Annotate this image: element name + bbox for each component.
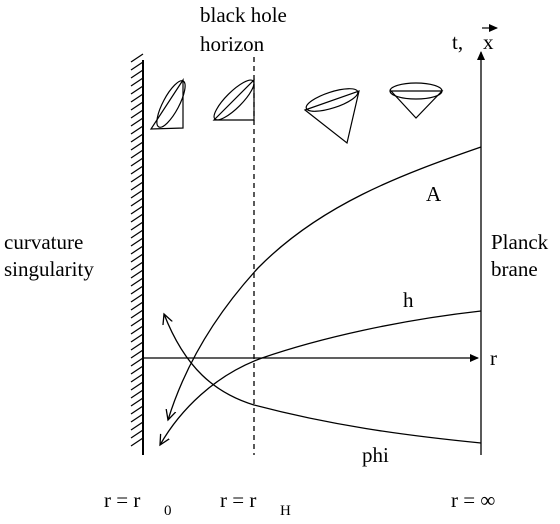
rH-label: r = r H [220,488,291,519]
hatch-mark [130,301,144,311]
curve-phi [164,314,482,444]
rinf-label: r = ∞ [451,488,495,512]
hatch-mark [130,413,144,423]
curve-h-label: h [403,288,414,312]
rH-label-main: r = r [220,488,256,512]
horizon-label-line2: horizon [200,32,265,56]
hatch-mark [130,397,144,407]
hatch-mark [130,165,144,175]
hatch-mark [130,261,144,271]
light-cone-at-horizon [212,78,255,121]
hatch-mark [130,213,144,223]
curvature-label-line1: curvature [4,230,83,254]
curve-A-label: A [426,182,442,206]
rH-label-sub: H [280,503,291,519]
hatch-mark [130,357,144,367]
r0-label-main: r = r [104,488,140,512]
hatch-mark [130,61,144,71]
hatch-mark [130,69,144,79]
light-cone-tilted-right [303,88,360,145]
hatch-mark [130,101,144,111]
hatch-mark [130,221,144,231]
planck-label-line2: brane [491,257,538,281]
hatch-mark [130,333,144,343]
hatch-mark [130,429,144,439]
hatch-mark [130,109,144,119]
hatch-mark [130,117,144,127]
hatch-mark [130,293,144,303]
hatch-mark [130,53,144,63]
light-cone-tilted-left [149,77,186,130]
hatch-mark [130,77,144,87]
hatch-mark [130,317,144,327]
hatch-mark [130,229,144,239]
light-cone-upright [389,82,444,119]
vertical-axis-label: t, x [452,24,498,54]
hatch-mark [130,85,144,95]
hatch-mark [130,245,144,255]
hatch-mark [130,365,144,375]
hatch-mark [130,381,144,391]
curvature-label-line2: singularity [4,257,94,281]
horizon-label-line1: black hole [200,3,287,27]
curve-h [160,310,482,445]
hatch-mark [130,157,144,167]
curve-phi-label: phi [362,443,389,467]
hatch-mark [130,309,144,319]
r0-label: r = r 0 [104,488,172,519]
hatch-mark [130,325,144,335]
hatch-mark [130,341,144,351]
axis-t-label: t, [452,30,463,54]
planck-label-line1: Planck [491,230,549,254]
hatch-mark [130,181,144,191]
hatch-mark [130,93,144,103]
hatch-mark [130,253,144,263]
hatch-mark [130,437,144,447]
hatch-mark [130,125,144,135]
hatch-mark [130,133,144,143]
hatch-mark [130,205,144,215]
hatch-mark [130,237,144,247]
hatch-mark [130,389,144,399]
hatch-mark [130,285,144,295]
axis-x-label: x [483,30,494,54]
hatch-mark [130,405,144,415]
hatch-mark [130,269,144,279]
r0-label-sub: 0 [164,503,172,519]
curve-A [168,146,482,420]
r-axis-label: r [490,346,497,370]
hatch-mark [130,373,144,383]
hatch-mark [130,421,144,431]
hatch-mark [130,197,144,207]
hatch-mark [130,189,144,199]
hatch-mark [130,173,144,183]
hatch-mark [130,149,144,159]
hatch-mark [130,141,144,151]
singularity-wall [130,53,144,455]
hatch-mark [130,349,144,359]
hatch-mark [130,277,144,287]
